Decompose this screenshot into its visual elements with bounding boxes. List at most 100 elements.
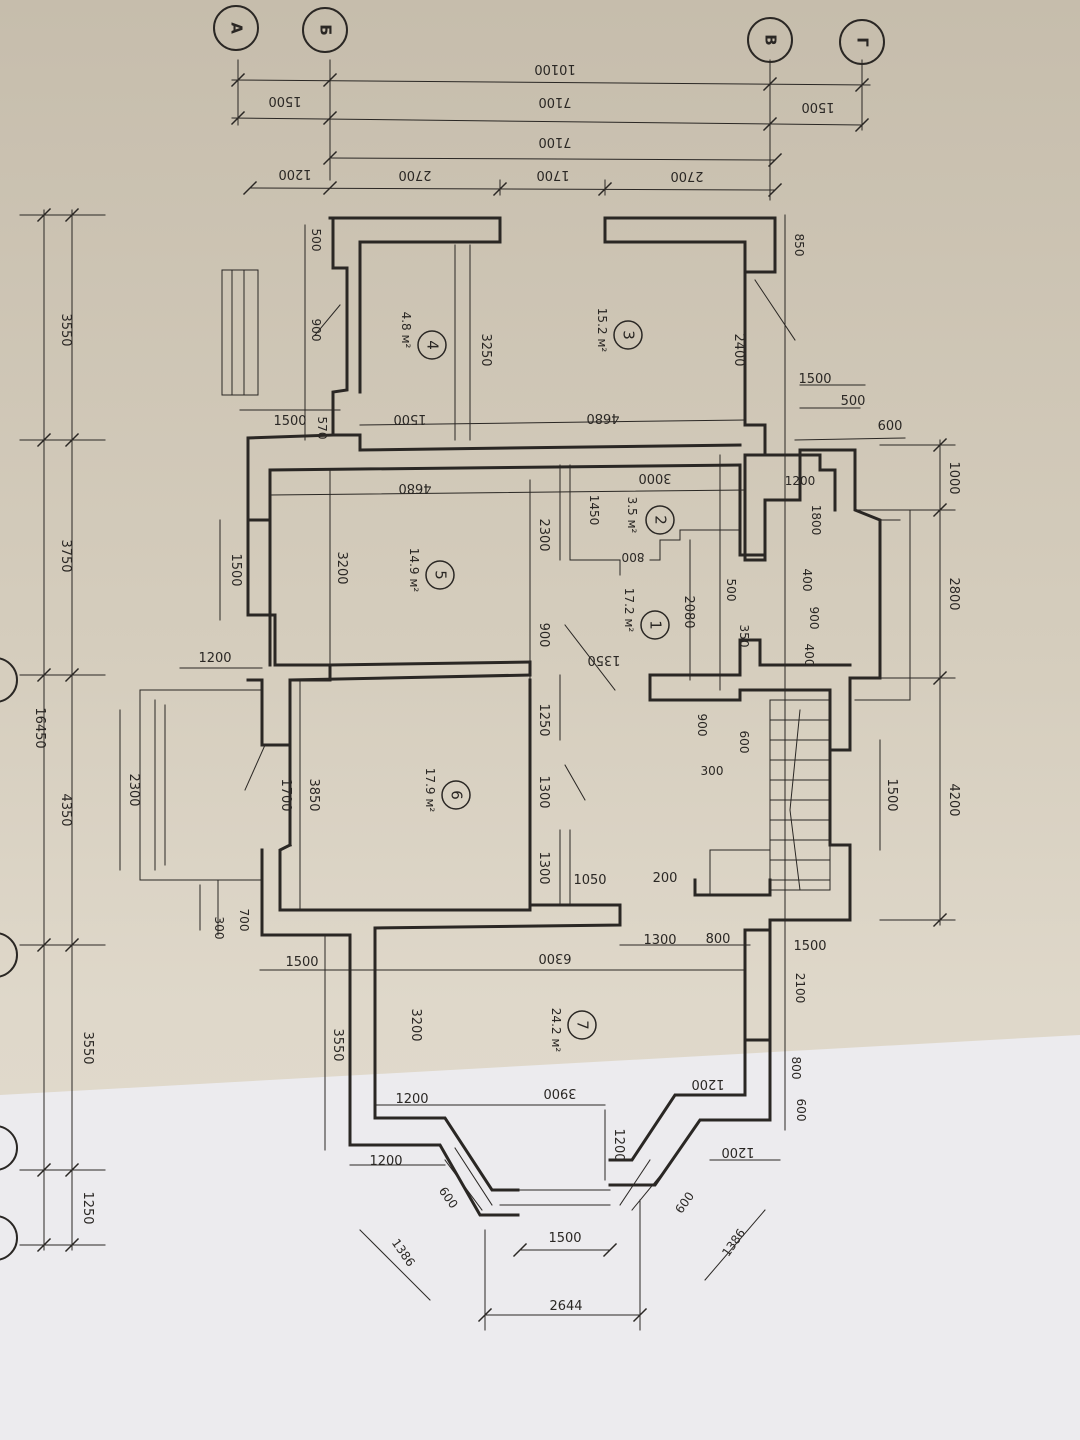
dim-bay-9: 1500: [548, 1231, 581, 1246]
dim-top-inner: 7100: [538, 134, 571, 149]
room-area: 14.9 м²: [407, 548, 421, 593]
dim-inner-19: 1300: [536, 851, 551, 884]
axis-markers: А Б В Г: [0, 5, 885, 1261]
room-area: 17.2 м²: [622, 588, 636, 633]
dim-left-b-5: 1500: [228, 553, 243, 586]
dim-inner-2: 4680: [586, 410, 619, 425]
dim-right-c-11: 600: [794, 1099, 808, 1122]
dim-left-1: 3550: [58, 313, 73, 346]
dim-right-c-2: 1200: [785, 474, 816, 488]
room-number: 7: [574, 1020, 592, 1030]
dim-inner-3: 1500: [393, 411, 426, 426]
dim-right-a-1: 1500: [798, 372, 831, 387]
dim-top-row-2: 7100: [538, 94, 571, 109]
dim-left-b-4: 570: [315, 417, 329, 440]
room-1: 1 17.2 м²: [622, 588, 670, 640]
dim-right-c-4: 400: [800, 569, 814, 592]
dim-right-c-7: 1500: [884, 778, 899, 811]
room-area: 3.5 м²: [625, 497, 639, 534]
dim-inner-1: 3250: [478, 333, 493, 366]
dim-bay-5: 1200: [369, 1154, 402, 1169]
room-area: 4.8 м²: [399, 312, 413, 349]
axis-marker-a: А: [213, 5, 259, 51]
dim-inner-11: 900: [536, 623, 551, 648]
dim-top-row-1: 1500: [268, 93, 301, 108]
room-number: 6: [448, 790, 466, 800]
dim-right-b-1: 1000: [946, 461, 961, 494]
dim-top-row-3: 1500: [801, 99, 834, 114]
room-7: 7 24.2 м²: [549, 1008, 597, 1053]
room-6: 6 17.9 м²: [423, 768, 471, 813]
room-3: 3 15.2 м²: [595, 308, 643, 353]
dim-inner-14: 500: [724, 579, 738, 602]
room-5: 5 14.9 м²: [407, 548, 455, 593]
dim-inner-4: 2400: [731, 333, 746, 366]
dim-right-c-8: 1500: [793, 939, 826, 954]
dim-inner-22: 300: [701, 764, 724, 778]
dim-inner-27: 800: [706, 932, 731, 947]
dim-bay-3: 1200: [691, 1076, 724, 1091]
dim-left-b-9: 300: [212, 917, 226, 940]
axis-marker-v: В: [747, 17, 793, 63]
dim-inner-7: 1450: [587, 495, 601, 526]
room-area: 17.9 м²: [423, 768, 437, 813]
dim-left-b-3: 1500: [273, 414, 306, 429]
dim-right-a-2: 500: [841, 394, 866, 409]
room-area: 15.2 м²: [595, 308, 609, 353]
room-number: 2: [652, 515, 670, 525]
axis-label-b: Б: [317, 24, 335, 35]
dim-inner-5: 4680: [398, 480, 431, 495]
dim-left-b-10: 1500: [285, 955, 318, 970]
dim-right-b-3: 4200: [946, 783, 961, 816]
dim-inner-10: 3200: [334, 551, 349, 584]
dim-right-c-5: 900: [807, 607, 821, 630]
dim-left-b-6: 1200: [198, 651, 231, 666]
dim-right-c-9: 2100: [793, 973, 807, 1004]
axis-marker-b: Б: [302, 7, 348, 53]
dimension-labels: 10100 1500 7100 1500 7100 1200 2700 1700…: [32, 61, 961, 1314]
dim-right-c-3: 1800: [809, 505, 823, 536]
tick-marks: [36, 72, 948, 1323]
dim-left-b-2: 900: [309, 319, 323, 342]
dim-inner-24: 1050: [573, 873, 606, 888]
dim-right-c-10: 800: [789, 1057, 803, 1080]
dim-top-overall: 10100: [534, 61, 575, 76]
room-number: 1: [647, 620, 665, 630]
dim-inner-18: 1300: [536, 775, 551, 808]
room-area: 24.2 м²: [549, 1008, 563, 1053]
dim-bay-7: 600: [436, 1184, 461, 1211]
dim-bay-4: 1200: [611, 1128, 626, 1161]
dim-inner-13: 2080: [681, 595, 696, 628]
axis-label-a: А: [228, 22, 246, 34]
room-number: 3: [620, 330, 638, 340]
room-2: 2 3.5 м²: [625, 497, 675, 535]
dim-right-c-1: 850: [792, 234, 806, 257]
dim-bay-12: 2644: [549, 1299, 582, 1314]
dim-left-3: 4350: [58, 793, 73, 826]
dim-inner-9: 2300: [536, 518, 551, 551]
axis-label-g: Г: [854, 37, 872, 47]
dim-inner-30: 3550: [330, 1028, 345, 1061]
dim-left-5: 1250: [80, 1191, 95, 1224]
dim-top-open-4: 2700: [670, 168, 703, 183]
dim-right-a-3: 600: [878, 419, 903, 434]
room-number: 4: [424, 340, 442, 350]
dim-left-b-8: 700: [237, 909, 251, 932]
dim-bay-8: 600: [672, 1189, 697, 1216]
dim-inner-25: 200: [653, 871, 678, 886]
axis-label-v: В: [762, 34, 780, 45]
paper-shadow-region: [0, 1035, 1080, 1440]
dim-bay-6: 1200: [721, 1144, 754, 1159]
dim-inner-23: 1700: [278, 778, 293, 811]
dim-inner-15: 350: [737, 625, 751, 648]
dim-inner-16: 1250: [536, 703, 551, 736]
dim-bay-11: 1386: [719, 1226, 748, 1259]
dim-left-b-7: 2300: [126, 773, 141, 806]
dim-left-4: 3550: [80, 1031, 95, 1064]
dim-inner-29: 3200: [408, 1008, 423, 1041]
dim-right-b-2: 2800: [946, 577, 961, 610]
dim-inner-26: 1300: [643, 933, 676, 948]
dim-top-open-3: 1700: [536, 167, 569, 182]
dim-left-2: 3750: [58, 539, 73, 572]
